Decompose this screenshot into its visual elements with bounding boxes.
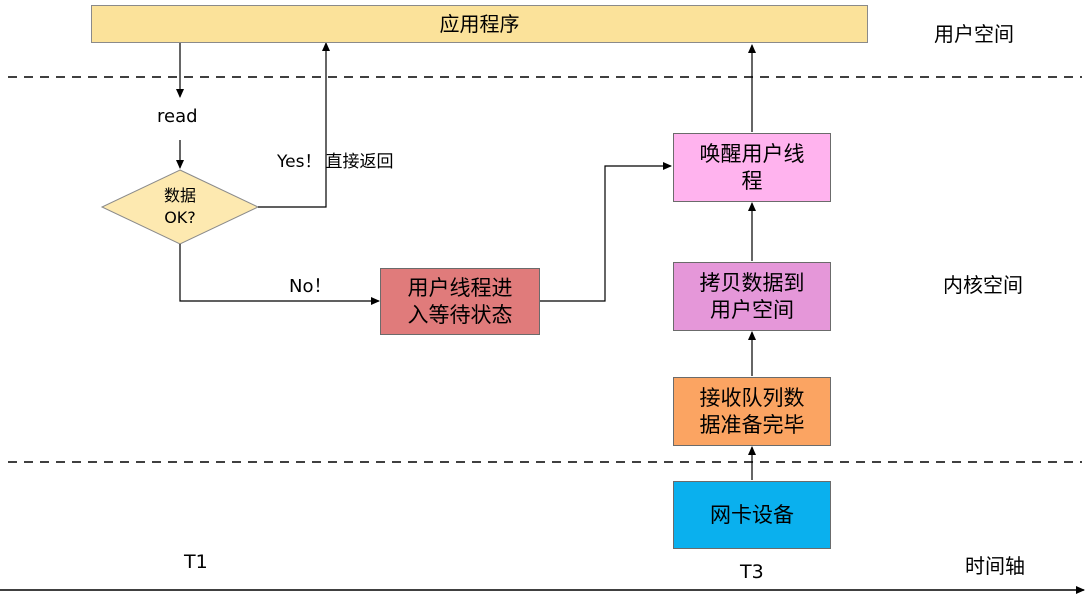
no-label: No！	[289, 276, 332, 297]
copy-data-line2: 用户空间	[710, 297, 794, 322]
read-label: read	[157, 106, 198, 127]
yes-text: Yes！	[277, 152, 322, 172]
application-bar: 应用程序	[91, 5, 868, 43]
decision-line1: 数据	[163, 186, 196, 205]
wait-state-line1: 用户线程进	[407, 275, 513, 300]
wait-state-box: 用户线程进 入等待状态	[380, 268, 540, 335]
receive-queue-line2: 据准备完毕	[699, 412, 805, 437]
time-mark-t3: T3	[740, 561, 764, 583]
decision-line2: OK?	[164, 208, 196, 227]
arrow-no-to-wait	[179, 244, 380, 305]
user-space-label: 用户空间	[934, 22, 1014, 46]
yes-label: Yes！直接返回	[277, 147, 393, 172]
timeline-label: 时间轴	[965, 554, 1025, 578]
kernel-space-label: 内核空间	[943, 273, 1023, 297]
wake-thread-line2: 程	[741, 168, 763, 193]
copy-data-line1: 拷贝数据到	[699, 270, 805, 295]
decision-text: 数据 OK?	[140, 185, 220, 229]
wake-thread-box: 唤醒用户线 程	[673, 133, 831, 202]
arrow-wait-to-wake	[540, 162, 672, 302]
arrow-yes-return	[258, 42, 330, 208]
yes-action-text: 直接返回	[325, 152, 394, 172]
application-label: 应用程序	[439, 11, 520, 36]
receive-queue-box: 接收队列数 据准备完毕	[673, 377, 831, 446]
time-mark-t1: T1	[184, 551, 208, 573]
wake-thread-line1: 唤醒用户线	[699, 141, 805, 166]
nic-device-label: 网卡设备	[710, 502, 794, 527]
nic-device-box: 网卡设备	[673, 481, 831, 549]
receive-queue-line1: 接收队列数	[699, 385, 805, 410]
wait-state-line2: 入等待状态	[407, 302, 513, 327]
copy-data-box: 拷贝数据到 用户空间	[673, 262, 831, 331]
